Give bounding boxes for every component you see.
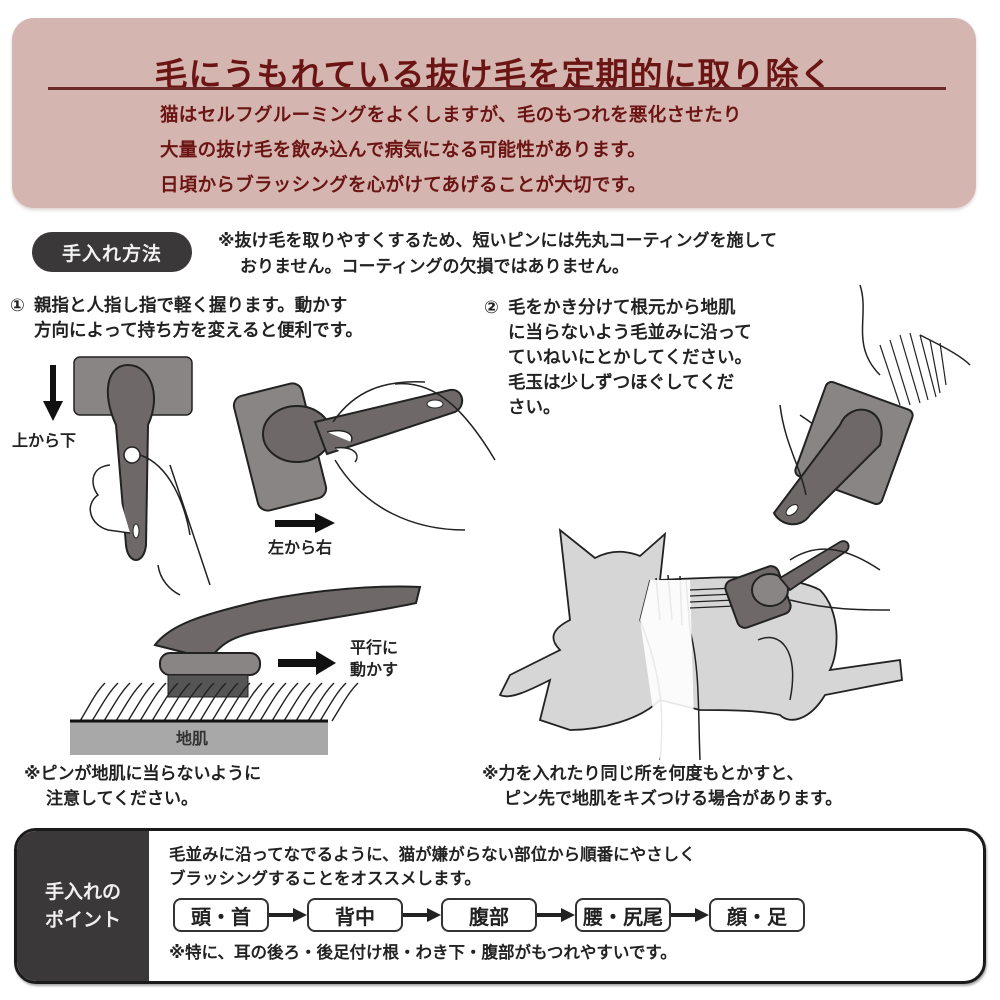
step-2-line: 毛をかき分けて根元から地肌 xyxy=(508,298,736,318)
brush-vertical-grip-illustration xyxy=(43,356,211,596)
step-1-line: 方向によって持ち方を変えると便利です。 xyxy=(34,321,363,341)
right-arrow-icon xyxy=(278,651,336,675)
method-note: ※抜け毛を取りやすくするため、短いピンには先丸コーティングを施して おりません。… xyxy=(218,228,938,280)
down-arrow-icon xyxy=(43,365,63,421)
arrow-right-icon xyxy=(671,908,709,922)
points-text: 毛並みに沿ってなでるように、猫が嫌がらない部位から順番にやさしく ブラッシングす… xyxy=(169,845,696,888)
header-body-line: 猫はセルフグルーミングをよくしますが、毛のもつれを悪化させたり xyxy=(160,105,742,126)
caution-right: ※力を入れたり同じ所を何度もとかすと、 ピン先で地肌をキズつける場合があります。 xyxy=(482,764,843,809)
step-1-text: ① 親指と人指し指で軽く握ります。動かす 方向によって持ち方を変えると便利です。 xyxy=(10,294,480,344)
step-1-number: ① xyxy=(10,296,25,316)
label-skin: 地肌 xyxy=(176,729,209,748)
cat-brushing-illustration xyxy=(498,527,903,761)
header-divider xyxy=(48,87,946,90)
method-note-line: ※抜け毛を取りやすくするため、短いピンには先丸コーティングを施して xyxy=(218,231,777,251)
flow-step-face-legs: 顔・足 xyxy=(709,898,805,932)
flow-step-head-neck: 頭・首 xyxy=(173,898,269,932)
grooming-order-flow: 頭・首 背中 腹部 腰・尻尾 顔・足 xyxy=(173,897,805,933)
flow-step-hips-tail: 腰・尻尾 xyxy=(575,898,671,932)
header-panel: 毛にうもれている抜け毛を定期的に取り除く 猫はセルフグルーミングをよくしますが、… xyxy=(12,18,976,208)
label-left-to-right: 左から右 xyxy=(268,538,333,557)
flow-step-belly: 腹部 xyxy=(441,898,537,932)
header-body-line: 大量の抜け毛を飲み込んで病気になる可能性があります。 xyxy=(160,140,647,161)
brush-side-view-illustration xyxy=(70,585,422,755)
method-note-line: おりません。コーティングの欠損ではありません。 xyxy=(240,257,629,277)
caution-left: ※ピンが地肌に当らないように 注意してください。 xyxy=(24,764,262,809)
brush-horizontal-grip-illustration xyxy=(232,381,496,533)
label-move-parallel: 平行に 動かす xyxy=(350,638,399,679)
header-body-line: 日頃からブラッシングを心がけてあげることが大切です。 xyxy=(160,175,647,196)
flow-step-back: 背中 xyxy=(307,898,403,932)
right-arrow-icon xyxy=(275,513,335,533)
points-label: 手入れの ポイント xyxy=(17,831,149,981)
step-2-number: ② xyxy=(484,298,499,318)
arrow-right-icon xyxy=(269,908,307,922)
grooming-points-box: 手入れの ポイント 毛並みに沿ってなでるように、猫が嫌がらない部位から順番にやさ… xyxy=(14,828,986,984)
label-top-to-bottom: 上から下 xyxy=(12,431,77,450)
brush-parting-fur-illustration xyxy=(772,284,971,526)
method-tag: 手入れ方法 xyxy=(32,232,192,272)
arrow-right-icon xyxy=(537,908,575,922)
step-1-line: 親指と人指し指で軽く握ります。動かす xyxy=(34,296,348,316)
arrow-right-icon xyxy=(403,908,441,922)
points-note: ※特に、耳の後ろ・後足付け根・わき下・腹部がもつれやすいです。 xyxy=(169,943,677,962)
header-body: 猫はセルフグルーミングをよくしますが、毛のもつれを悪化させたり 大量の抜け毛を飲… xyxy=(160,98,936,203)
